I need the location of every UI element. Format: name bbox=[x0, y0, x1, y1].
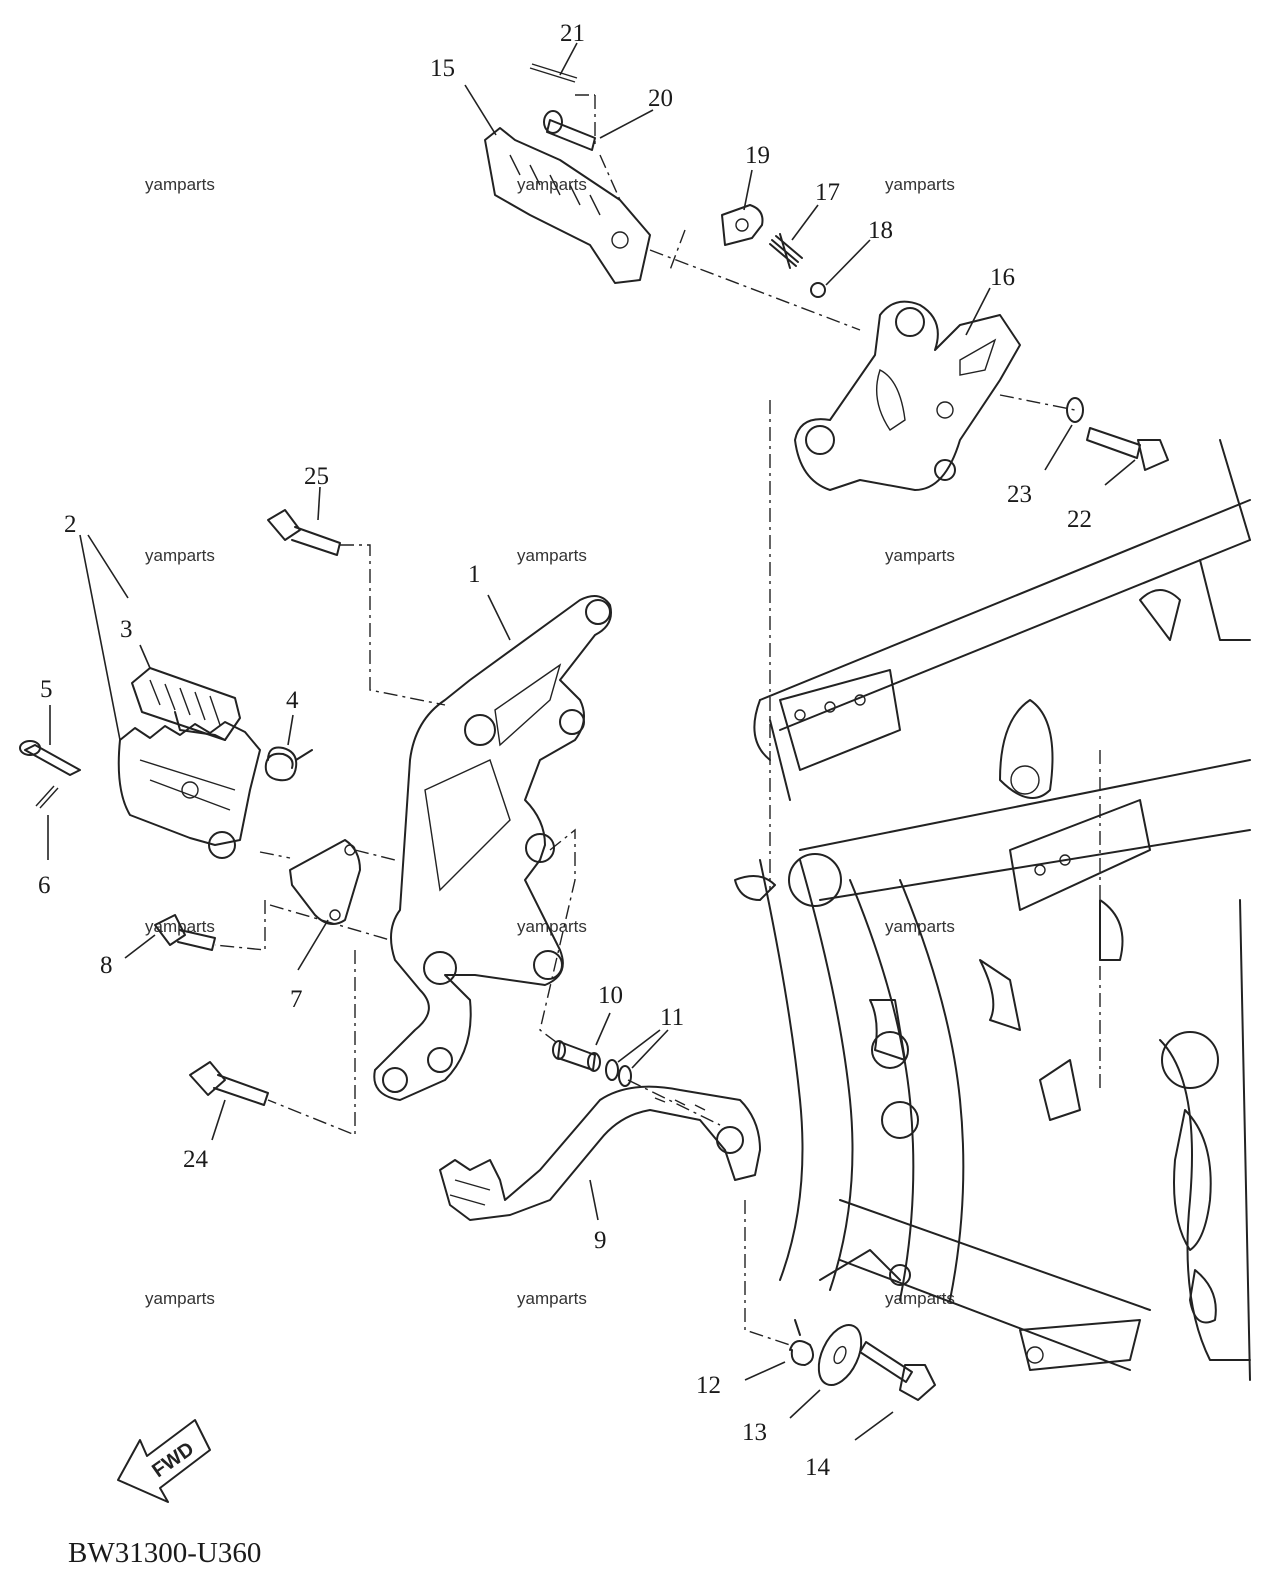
part-16-rear-bracket bbox=[794, 300, 1021, 491]
part-11-seals bbox=[605, 1059, 632, 1087]
leader-lines bbox=[47, 42, 1136, 1441]
part-label-9: 9 bbox=[594, 1227, 607, 1254]
part-label-12: 12 bbox=[696, 1372, 721, 1399]
part-label-16: 16 bbox=[990, 264, 1015, 291]
alignment-lines bbox=[214, 94, 1101, 1346]
part-12-spring bbox=[789, 1319, 815, 1366]
part-14-bolt bbox=[859, 1341, 936, 1401]
watermark: yamparts bbox=[145, 546, 215, 565]
watermark: yamparts bbox=[885, 1289, 955, 1308]
watermark: yamparts bbox=[517, 175, 587, 194]
fwd-label: FWD bbox=[148, 1438, 198, 1482]
part-label-13: 13 bbox=[742, 1419, 767, 1446]
part-7-plate bbox=[289, 839, 361, 925]
part-label-4: 4 bbox=[286, 687, 299, 714]
part-10-bushing bbox=[552, 1040, 601, 1072]
watermarks: yamparts yamparts yamparts yamparts yamp… bbox=[145, 175, 955, 1308]
part-label-2: 2 bbox=[64, 511, 77, 538]
watermark: yamparts bbox=[517, 917, 587, 936]
part-label-6: 6 bbox=[38, 872, 51, 899]
part-label-21: 21 bbox=[560, 20, 585, 47]
part-label-18: 18 bbox=[868, 217, 893, 244]
part-label-7: 7 bbox=[290, 986, 303, 1013]
part-17-spring bbox=[769, 233, 803, 269]
part-22-bolt bbox=[1086, 427, 1169, 471]
watermark: yamparts bbox=[885, 546, 955, 565]
part-label-3: 3 bbox=[120, 616, 133, 643]
part-label-17: 17 bbox=[815, 179, 840, 206]
part-labels: 1 2 3 4 5 6 7 8 9 10 11 12 13 14 15 16 1… bbox=[38, 20, 1092, 1481]
part-3-footrest-rubber bbox=[131, 667, 241, 741]
watermark: yamparts bbox=[885, 175, 955, 194]
part-18-ball bbox=[810, 282, 826, 298]
part-4-spring bbox=[264, 746, 313, 782]
part-label-1: 1 bbox=[468, 561, 481, 588]
watermark: yamparts bbox=[145, 1289, 215, 1308]
part-5-pin bbox=[19, 740, 81, 776]
part-24-bolt bbox=[189, 1061, 269, 1106]
part-label-15: 15 bbox=[430, 55, 455, 82]
part-2-footrest-peg bbox=[117, 721, 261, 859]
part-label-24: 24 bbox=[183, 1146, 209, 1173]
part-label-5: 5 bbox=[40, 676, 53, 703]
part-label-25: 25 bbox=[304, 463, 329, 490]
watermark: yamparts bbox=[145, 175, 215, 194]
forward-arrow-icon: FWD bbox=[117, 1419, 211, 1503]
watermark: yamparts bbox=[885, 917, 955, 936]
part-label-22: 22 bbox=[1067, 506, 1092, 533]
part-21-cotter-pin bbox=[529, 63, 578, 83]
part-15-rear-footrest bbox=[484, 127, 651, 284]
part-6-cotter-pin bbox=[35, 785, 59, 809]
part-label-10: 10 bbox=[598, 982, 623, 1009]
part-8-bolt bbox=[154, 914, 216, 951]
part-label-19: 19 bbox=[745, 142, 770, 169]
watermark: yamparts bbox=[517, 546, 587, 565]
part-label-20: 20 bbox=[648, 85, 673, 112]
part-19-plate bbox=[721, 204, 764, 246]
part-label-23: 23 bbox=[1007, 481, 1032, 508]
diagram-code: BW31300-U360 bbox=[68, 1537, 261, 1569]
frame-drawing bbox=[734, 439, 1251, 1381]
part-label-11: 11 bbox=[660, 1004, 684, 1031]
part-label-8: 8 bbox=[100, 952, 113, 979]
part-1-footrest-bracket bbox=[373, 595, 612, 1101]
part-label-14: 14 bbox=[805, 1454, 831, 1481]
part-23-washer bbox=[1066, 397, 1084, 423]
part-25-bolt bbox=[267, 509, 341, 556]
part-9-brake-pedal bbox=[439, 1085, 761, 1221]
part-20-pin bbox=[543, 110, 596, 151]
watermark: yamparts bbox=[517, 1289, 587, 1308]
part-13-washer bbox=[817, 1324, 863, 1386]
